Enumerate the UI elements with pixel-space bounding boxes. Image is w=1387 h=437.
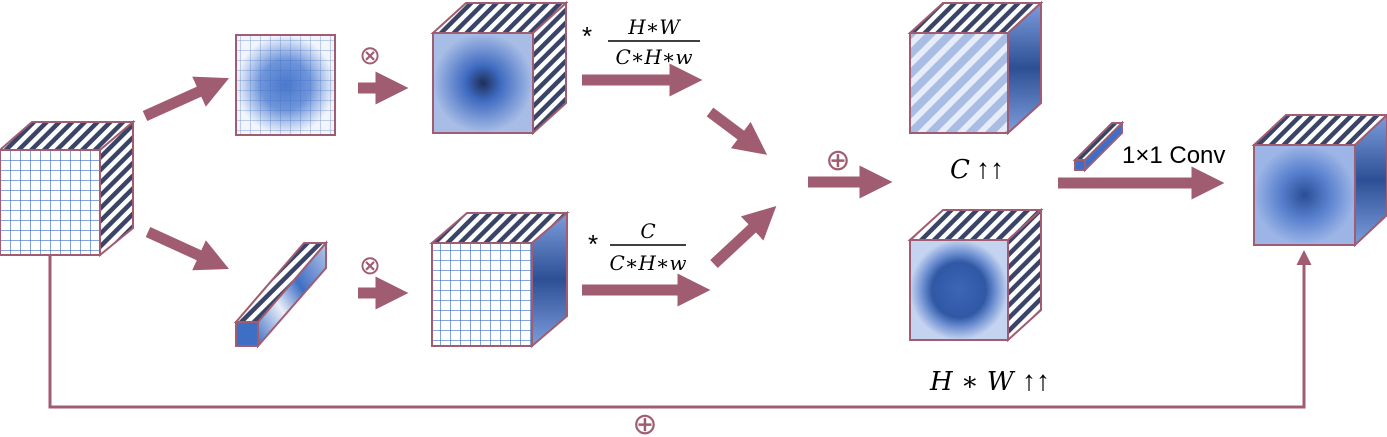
arrow-merge-top bbox=[706, 107, 768, 155]
multiply-symbol-bottom: ⊗ bbox=[359, 250, 381, 280]
channel-weighted-cube bbox=[429, 210, 570, 349]
channel-attention-vector bbox=[233, 240, 329, 349]
spatial-weighted-cube bbox=[430, 0, 569, 136]
multiply-symbol-top: ⊗ bbox=[359, 40, 381, 70]
spatial-label: H ∗ W bbox=[929, 367, 1016, 397]
spatial-up-arrows: ↑↑ bbox=[1022, 365, 1050, 396]
add-symbol-residual: ⊕ bbox=[632, 408, 657, 437]
top-scale-star: * bbox=[582, 21, 592, 51]
spatial-attention-map bbox=[235, 34, 336, 136]
output-feature-cube bbox=[1251, 113, 1387, 248]
spatial-enhanced-cube bbox=[907, 207, 1044, 343]
add-symbol-merge: ⊕ bbox=[825, 144, 850, 177]
conv-label: 1×1 Conv bbox=[1122, 142, 1225, 169]
channel-enhanced-cube bbox=[907, 0, 1044, 136]
bottom-scale-denominator: C∗H∗w bbox=[609, 251, 686, 275]
input-feature-cube bbox=[0, 119, 136, 258]
top-scale-denominator: C∗H∗w bbox=[615, 45, 692, 69]
top-scale-numerator: H∗W bbox=[627, 15, 681, 39]
bottom-scale-star: * bbox=[588, 229, 598, 259]
channel-label: C bbox=[950, 155, 970, 185]
residual-skip-connection bbox=[48, 250, 1312, 409]
arrow-merge-bottom bbox=[710, 206, 777, 269]
arrow-to-channel bbox=[145, 226, 230, 271]
arrow-to-spatial bbox=[142, 76, 230, 122]
bottom-scale-numerator: C bbox=[640, 219, 655, 243]
channel-up-arrows: ↑↑ bbox=[976, 153, 1004, 184]
conv-kernel-icon bbox=[1072, 120, 1125, 173]
